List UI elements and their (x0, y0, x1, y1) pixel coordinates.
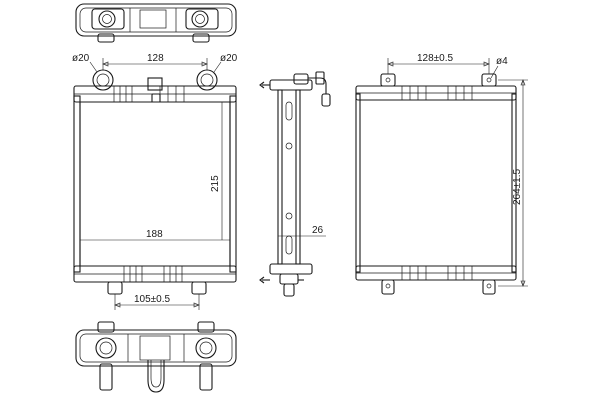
label-core-width: 188 (146, 229, 163, 240)
front-view: ø20 128 ø20 215 188 (72, 53, 238, 310)
dim-overall-height: 264±1.5 (498, 79, 528, 287)
label-core-height: 215 (210, 175, 221, 192)
dim-rear-hole-dia: ø4 (490, 56, 508, 79)
dim-core-width: 188 (80, 229, 230, 241)
label-bottom-spacing: 105±0.5 (134, 294, 171, 305)
rear-view: 128±0.5 ø4 264±1.5 (355, 53, 528, 295)
label-rear-spacing: 128±0.5 (417, 53, 454, 64)
label-side-depth: 26 (312, 225, 324, 236)
rear-top-ribs (401, 86, 473, 100)
label-pipe-dia-left: ø20 (72, 53, 90, 64)
side-view: 26 (259, 71, 331, 297)
label-pipe-dia-right: ø20 (220, 53, 238, 64)
dim-side-depth: 26 (278, 225, 326, 237)
dim-rear-spacing: 128±0.5 (387, 53, 490, 74)
dim-bottom-spacing: 105±0.5 (114, 294, 200, 310)
dim-pipe-spacing: 128 (102, 53, 208, 70)
dim-pipe-dia-left: ø20 (72, 53, 98, 73)
bottom-tank-ribs (123, 266, 183, 282)
rear-bottom-ribs (401, 266, 473, 280)
bottom-view (75, 321, 237, 393)
label-pipe-spacing: 128 (147, 53, 164, 64)
top-tank-ribs (113, 86, 185, 102)
top-view (75, 3, 237, 43)
label-overall-height: 264±1.5 (512, 168, 523, 205)
dim-core-height: 215 (210, 102, 223, 240)
dim-pipe-dia-right: ø20 (213, 53, 238, 73)
label-rear-hole-dia: ø4 (496, 56, 508, 67)
